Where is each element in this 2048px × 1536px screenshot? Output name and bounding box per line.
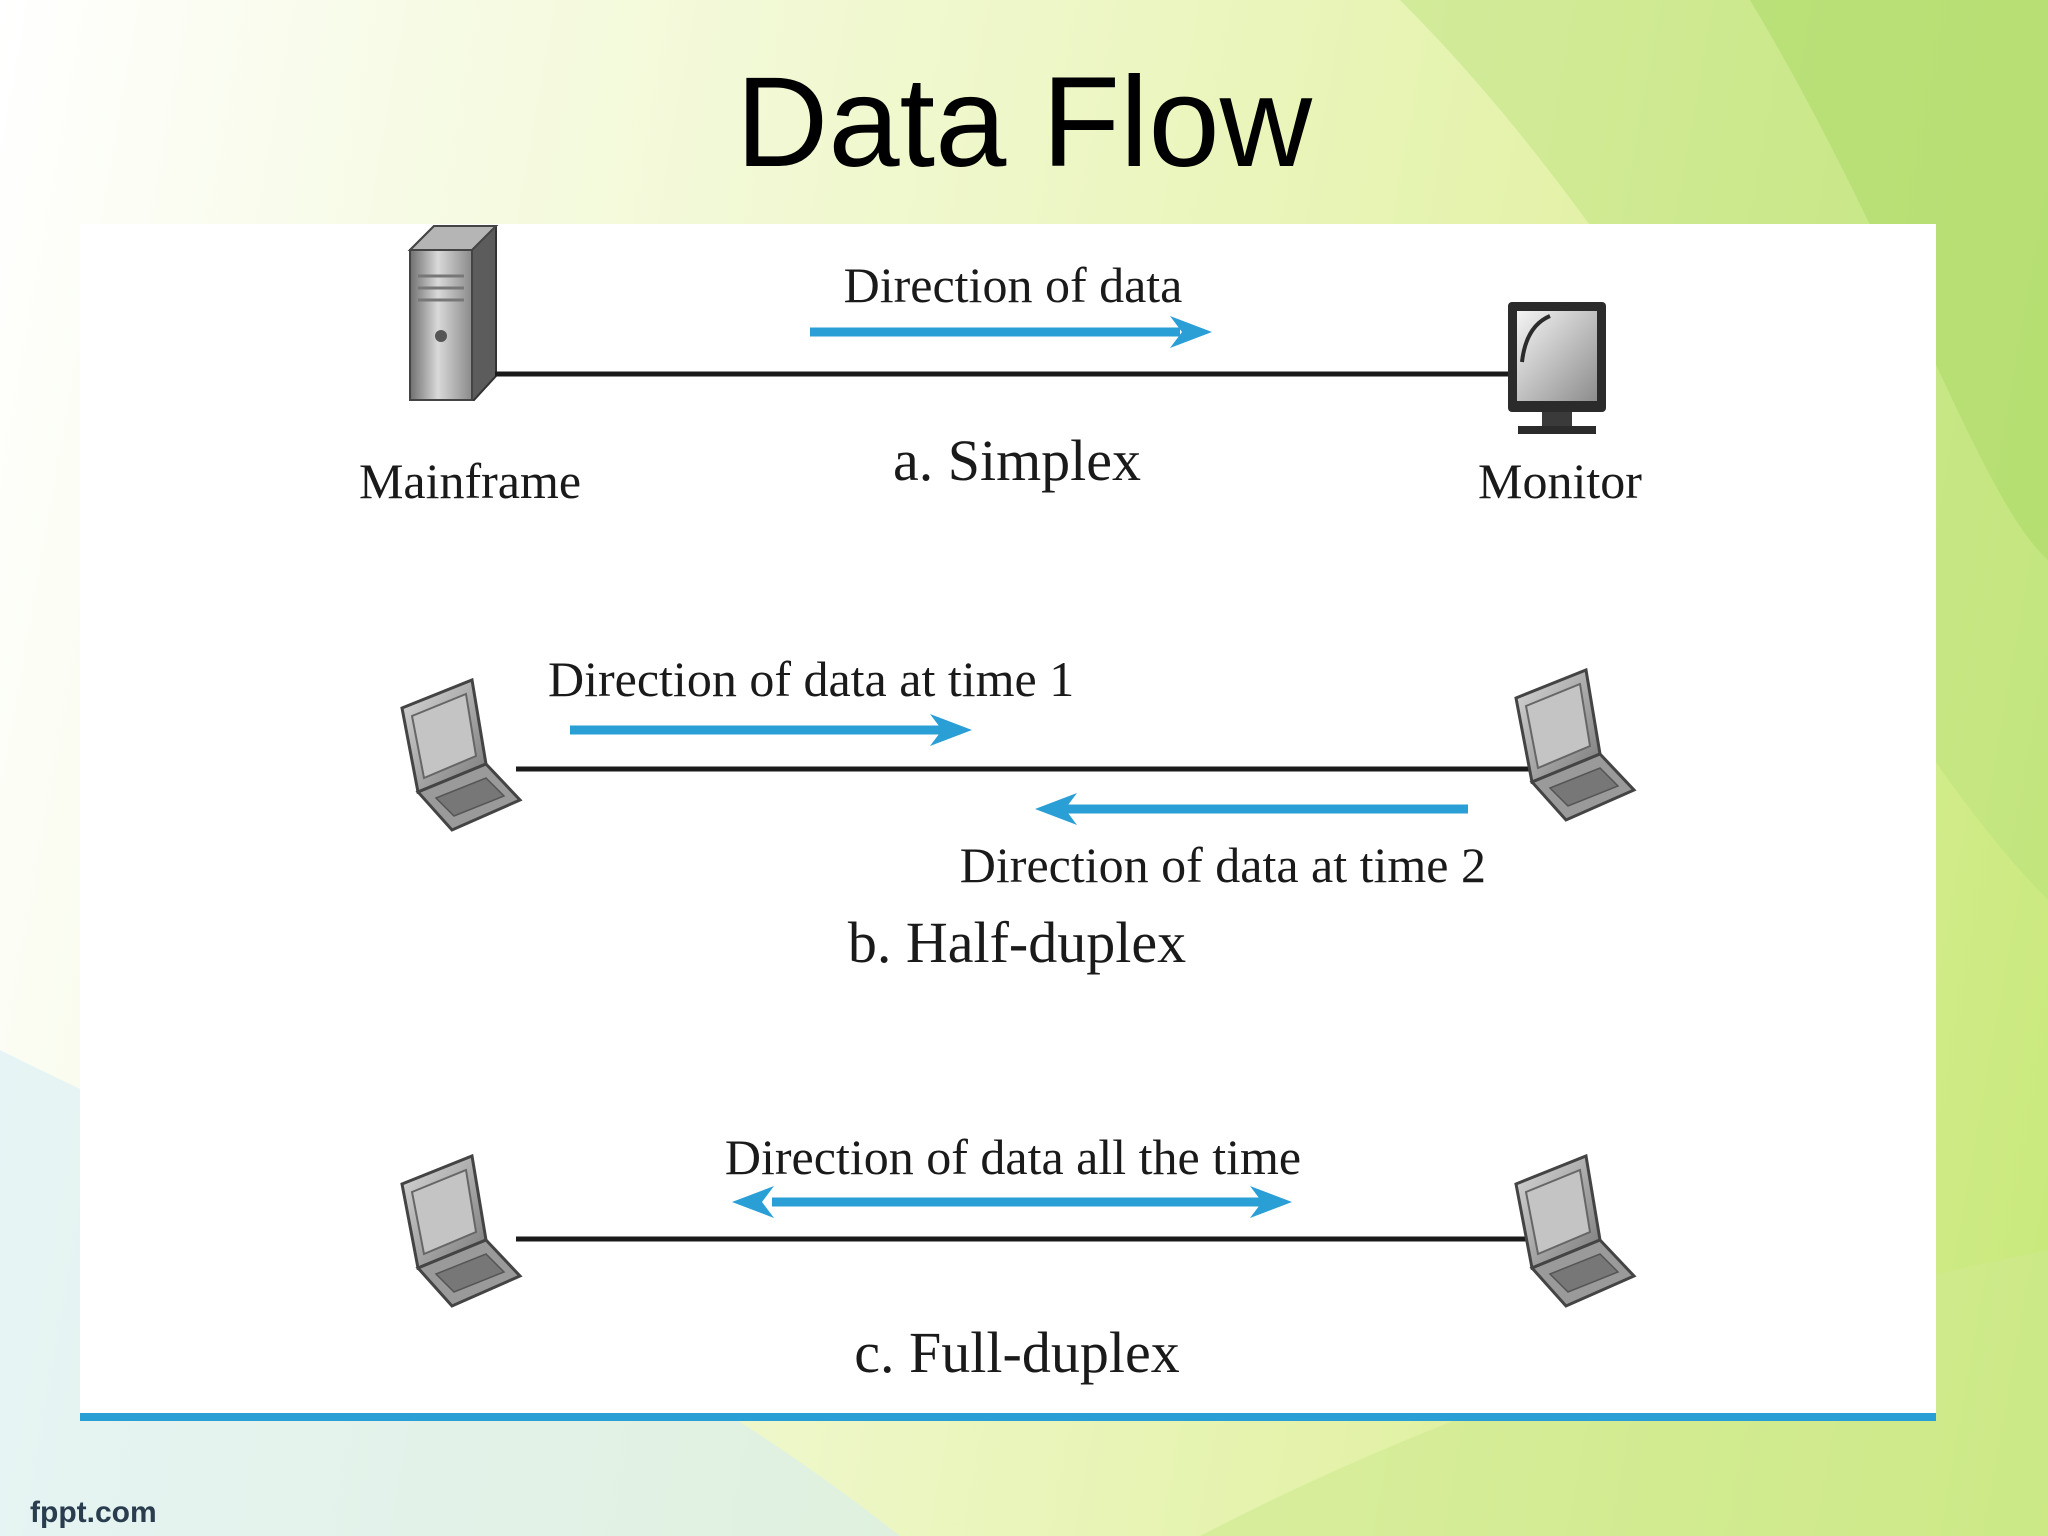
simplex-direction-label: Direction of data (844, 257, 1183, 313)
half-duplex-caption: b. Half-duplex (848, 910, 1186, 975)
laptop-icon (1514, 1154, 1636, 1308)
monitor-icon (1508, 302, 1606, 434)
mainframe-label: Mainframe (359, 453, 581, 509)
simplex-caption: a. Simplex (893, 428, 1141, 493)
diagram-panel (80, 224, 1936, 1414)
slide-title: Data Flow (735, 51, 1313, 194)
full-duplex-caption: c. Full-duplex (854, 1320, 1179, 1385)
full-duplex-arrow (732, 1186, 1292, 1218)
half-duplex-direction-label-1: Direction of data at time 1 (548, 651, 1074, 707)
footer-brand: fppt.com (30, 1496, 157, 1529)
data-flow-diagram: Direction of data a. Simplex Mainframe M… (359, 225, 1642, 1385)
half-duplex-section: Direction of data at time 1 Direction of… (400, 651, 1636, 975)
full-duplex-section: Direction of data all the time c. Full-d… (400, 1129, 1636, 1385)
half-duplex-arrow-time-2 (1035, 793, 1468, 825)
simplex-arrow (810, 316, 1212, 348)
mainframe-icon (407, 225, 499, 401)
simplex-section: Direction of data a. Simplex Mainframe M… (359, 225, 1642, 509)
half-duplex-direction-label-2: Direction of data at time 2 (960, 837, 1486, 893)
laptop-icon (1514, 668, 1636, 822)
half-duplex-arrow-time-1 (570, 714, 972, 746)
monitor-label: Monitor (1478, 453, 1642, 509)
laptop-icon (400, 678, 522, 832)
laptop-icon (400, 1154, 522, 1308)
panel-bottom-rule (80, 1413, 1936, 1421)
full-duplex-direction-label: Direction of data all the time (725, 1129, 1301, 1185)
